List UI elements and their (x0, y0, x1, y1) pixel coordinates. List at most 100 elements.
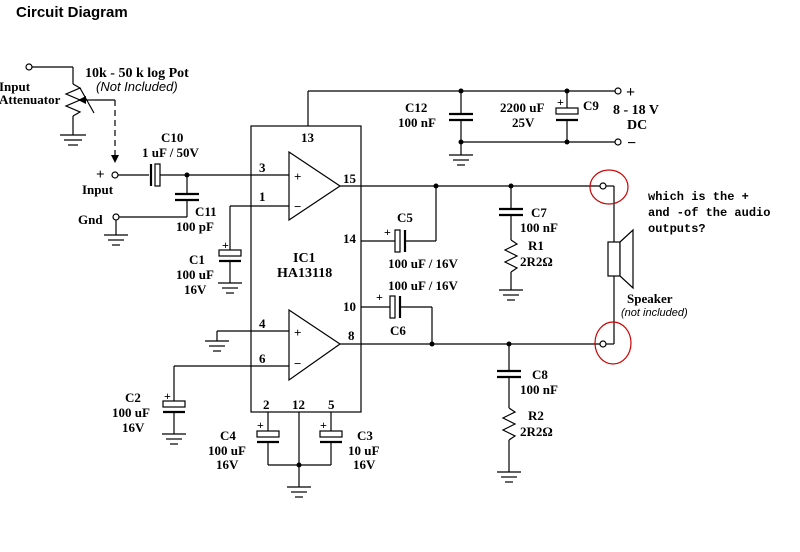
diagram-title: Circuit Diagram (16, 4, 128, 21)
common-ground (268, 412, 331, 498)
pin-12: 12 (292, 397, 305, 412)
input-terminal (111, 171, 119, 179)
c2-voltage: 16V (122, 420, 145, 435)
c2-name: C2 (125, 390, 141, 405)
pin-13: 13 (301, 130, 315, 145)
c5-name: C5 (397, 210, 413, 225)
input-attenuator-label-line1: Input (0, 79, 31, 94)
c3-value: 10 uF (348, 443, 379, 458)
c1-plus: + (222, 238, 229, 252)
c2-plus: + (164, 389, 171, 403)
c11-value: 100 pF (176, 219, 214, 234)
annotation-line3: outputs? (648, 222, 706, 236)
c2-value: 100 uF (112, 405, 150, 420)
c12-name: C12 (405, 100, 427, 115)
c1-name: C1 (189, 252, 205, 267)
supply-voltage: 8 - 18 V (613, 103, 659, 118)
c3-plus: + (320, 418, 327, 432)
ic1-part: HA13118 (277, 266, 332, 281)
supply-plus: + (626, 84, 635, 101)
r1-value: 2R2Ω (520, 254, 553, 269)
annotation-line1: which is the + (648, 190, 749, 204)
c6-value: 100 uF / 16V (388, 278, 459, 293)
opamp-lower-minus: − (294, 356, 301, 371)
gnd-terminal (112, 213, 120, 221)
pin-8: 8 (348, 328, 355, 343)
c3-capacitor (319, 412, 343, 465)
c12-capacitor (449, 91, 473, 166)
c4-plus: + (257, 418, 264, 432)
pin-1: 1 (259, 189, 266, 204)
c1-value: 100 uF (176, 267, 214, 282)
pin-2: 2 (263, 397, 270, 412)
pin-5: 5 (328, 397, 335, 412)
c11-name: C11 (195, 204, 217, 219)
c8-name: C8 (532, 367, 548, 382)
c10-value: 1 uF / 50V (142, 145, 200, 160)
opamp-lower (251, 308, 361, 382)
c3-name: C3 (357, 428, 373, 443)
c3-voltage: 16V (353, 457, 376, 472)
c6-capacitor (361, 295, 433, 344)
r2-value: 2R2Ω (520, 424, 553, 439)
c9-plus: + (557, 95, 564, 109)
pin-3: 3 (259, 160, 266, 175)
c4-name: C4 (220, 428, 236, 443)
opamp-lower-plus: + (294, 325, 301, 340)
c9-capacitor (555, 91, 579, 145)
opamp-upper-plus: + (294, 169, 301, 184)
opamp-upper (251, 150, 361, 222)
speaker-label: Speaker (627, 291, 673, 306)
pot-note: (Not Included) (96, 79, 178, 94)
c10-capacitor (118, 163, 251, 187)
c11-capacitor (104, 172, 199, 246)
pin-15: 15 (343, 171, 357, 186)
c9-voltage: 25V (512, 115, 535, 130)
r1-name: R1 (528, 238, 544, 253)
annotation-circle-upper (589, 169, 629, 205)
c6-plus: + (376, 290, 383, 304)
c10-name: C10 (161, 130, 183, 145)
c6-name: C6 (390, 323, 406, 338)
supply-minus: − (627, 135, 636, 152)
c4-voltage: 16V (216, 457, 239, 472)
pin-10: 10 (343, 299, 356, 314)
gnd-label: Gnd (78, 212, 103, 227)
supply-dc: DC (627, 118, 647, 133)
speaker-icon (606, 185, 634, 345)
c4-value: 100 uF (208, 443, 246, 458)
c7-r1-network (499, 186, 523, 301)
c8-value: 100 nF (520, 382, 558, 397)
c2-capacitor (162, 365, 251, 445)
ic1-name: IC1 (293, 251, 316, 266)
annotation-circle-lower (594, 321, 632, 365)
input-plus-sign: + (96, 167, 105, 183)
opamp-upper-minus: − (294, 199, 301, 214)
c7-value: 100 nF (520, 220, 558, 235)
ic1-package (250, 125, 362, 413)
pot-label: 10k - 50 k log Pot (85, 66, 189, 81)
pin-4: 4 (259, 316, 266, 331)
r2-name: R2 (528, 408, 544, 423)
output-lower-net (361, 340, 607, 348)
c12-value: 100 nF (398, 115, 436, 130)
c8-r2-network (497, 344, 521, 483)
speaker-note: (not included) (621, 307, 688, 319)
annotation-line2: and -of the audio (648, 206, 770, 220)
pin4-ground (205, 330, 251, 352)
c4-capacitor (256, 412, 280, 465)
input-label: Input (82, 182, 114, 197)
c5-capacitor (361, 186, 437, 253)
input-attenuator (25, 63, 119, 163)
power-supply-rail (307, 87, 622, 146)
c7-name: C7 (531, 205, 547, 220)
c1-voltage: 16V (184, 282, 207, 297)
c1-capacitor (218, 205, 251, 294)
c5-plus: + (384, 225, 391, 239)
output-upper-net (361, 182, 607, 190)
c9-value: 2200 uF (500, 100, 544, 115)
pin-6: 6 (259, 351, 266, 366)
input-attenuator-label-line2: Attenuator (0, 92, 61, 107)
